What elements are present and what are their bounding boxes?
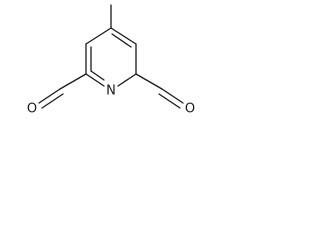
right-carbonyl-bond [161,88,184,104]
ring-nitrogen-label: N [106,84,116,99]
left-oxygen-label: O [27,102,37,117]
ring-double-bond-inner-bottom [90,70,105,81]
ring-bond-c6-n [117,73,137,87]
right-aldehyde-bond [135,73,163,90]
ring-bond-c2-n [85,73,105,87]
right-oxygen-label: O [185,102,195,117]
left-carbonyl-double-bond [41,93,64,109]
molecule-structure: N O O [27,4,195,117]
ring-bond-c4-c5 [110,27,137,45]
ring-bond-c4-c3 [85,27,112,45]
left-aldehyde-bond [59,73,87,90]
left-carbonyl-bond [38,88,61,104]
ring-double-bond-inner-right [111,33,132,48]
right-carbonyl-double-bond [158,93,181,109]
